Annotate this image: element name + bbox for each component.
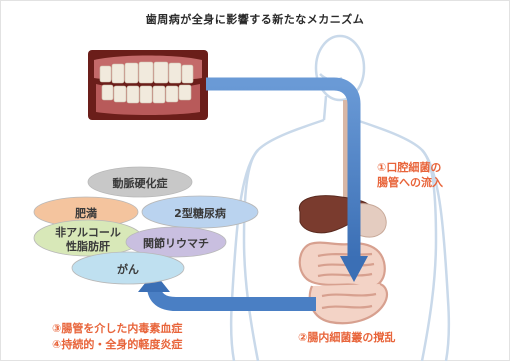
step2-label: ②腸内細菌叢の撹乱: [298, 331, 395, 345]
step1-line2: 腸管への流入: [377, 176, 443, 190]
label-nafld-line2: 性脂肪肝: [46, 238, 130, 254]
step1-line1: ①口腔細菌の: [377, 161, 441, 175]
torso-outline: [244, 120, 436, 361]
label-obesity: 肥満: [56, 205, 116, 221]
label-cancer: がん: [98, 261, 158, 277]
label-arteriosclerosis: 動脈硬化症: [102, 175, 178, 191]
intestines: [300, 243, 387, 324]
label-diabetes: 2型糖尿病: [162, 205, 238, 221]
label-rheumatoid: 関節リウマチ: [136, 235, 216, 251]
step3-label: ③腸管を介した内毒素血症: [52, 322, 182, 336]
teeth-photo: [88, 50, 208, 120]
step4-label: ④持続的・全身的軽度炎症: [52, 338, 182, 352]
